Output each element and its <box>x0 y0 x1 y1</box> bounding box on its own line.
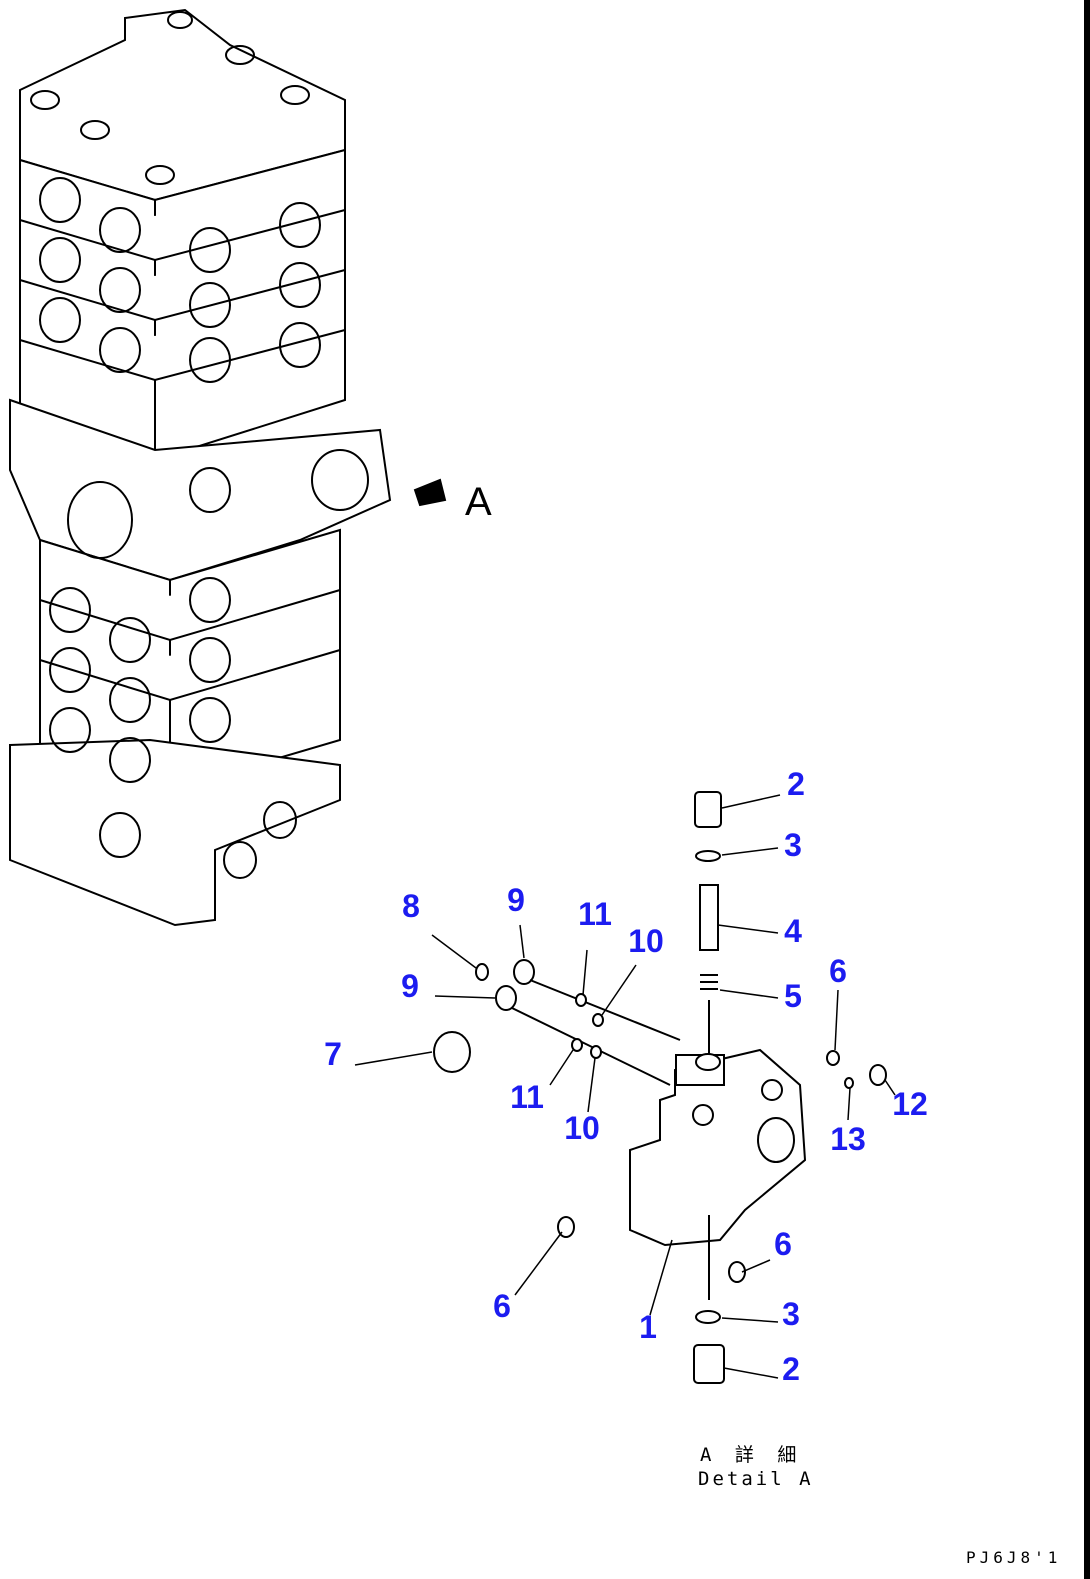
leader-line <box>719 989 779 999</box>
drawing-code: PJ6J8'1 <box>966 1548 1062 1567</box>
callout-8: 8 <box>402 888 420 924</box>
callout-1: 1 <box>639 1309 657 1345</box>
leader-line <box>884 1079 896 1096</box>
caption-jp: A 詳 細 <box>700 1444 803 1466</box>
callout-3: 3 <box>782 1296 800 1332</box>
leader-line <box>434 995 496 999</box>
leader-line <box>519 924 525 959</box>
caption-en: Detail A <box>698 1468 814 1490</box>
callout-7: 7 <box>324 1036 342 1072</box>
callout-9: 9 <box>401 968 419 1004</box>
callout-6: 6 <box>774 1226 792 1262</box>
callout-12: 12 <box>892 1086 928 1122</box>
control-valve-assembly <box>9 8 447 927</box>
leader-line <box>582 949 588 996</box>
leader-lines <box>354 794 896 1379</box>
leader-line <box>601 964 637 1016</box>
leader-line <box>354 1051 433 1066</box>
leader-line <box>721 847 779 856</box>
leader-line <box>847 1087 851 1121</box>
callout-11: 11 <box>510 1079 544 1115</box>
callout-4: 4 <box>784 913 802 949</box>
callout-2: 2 <box>782 1351 800 1387</box>
leader-line <box>721 1317 779 1323</box>
leader-line <box>514 1231 563 1296</box>
callout-10: 10 <box>628 923 664 959</box>
leader-line <box>834 989 839 1051</box>
leader-line <box>431 934 477 969</box>
leader-line <box>717 924 779 934</box>
callout-6: 6 <box>493 1288 511 1324</box>
callout-11: 11 <box>578 896 612 932</box>
callout-10: 10 <box>564 1110 600 1146</box>
callout-6: 6 <box>829 953 847 989</box>
leader-line <box>723 1367 779 1379</box>
leader-line <box>549 1049 574 1086</box>
leader-line <box>587 1057 596 1113</box>
detail-a-valve <box>433 791 887 1384</box>
callout-5: 5 <box>784 978 802 1014</box>
callout-3: 3 <box>784 827 802 863</box>
view-marker-a: A <box>465 480 492 524</box>
callout-9: 9 <box>507 882 525 918</box>
leader-line <box>721 794 781 809</box>
leader-line <box>741 1259 771 1273</box>
callout-2: 2 <box>787 766 805 802</box>
leader-line <box>649 1239 673 1316</box>
callout-13: 13 <box>830 1121 866 1157</box>
